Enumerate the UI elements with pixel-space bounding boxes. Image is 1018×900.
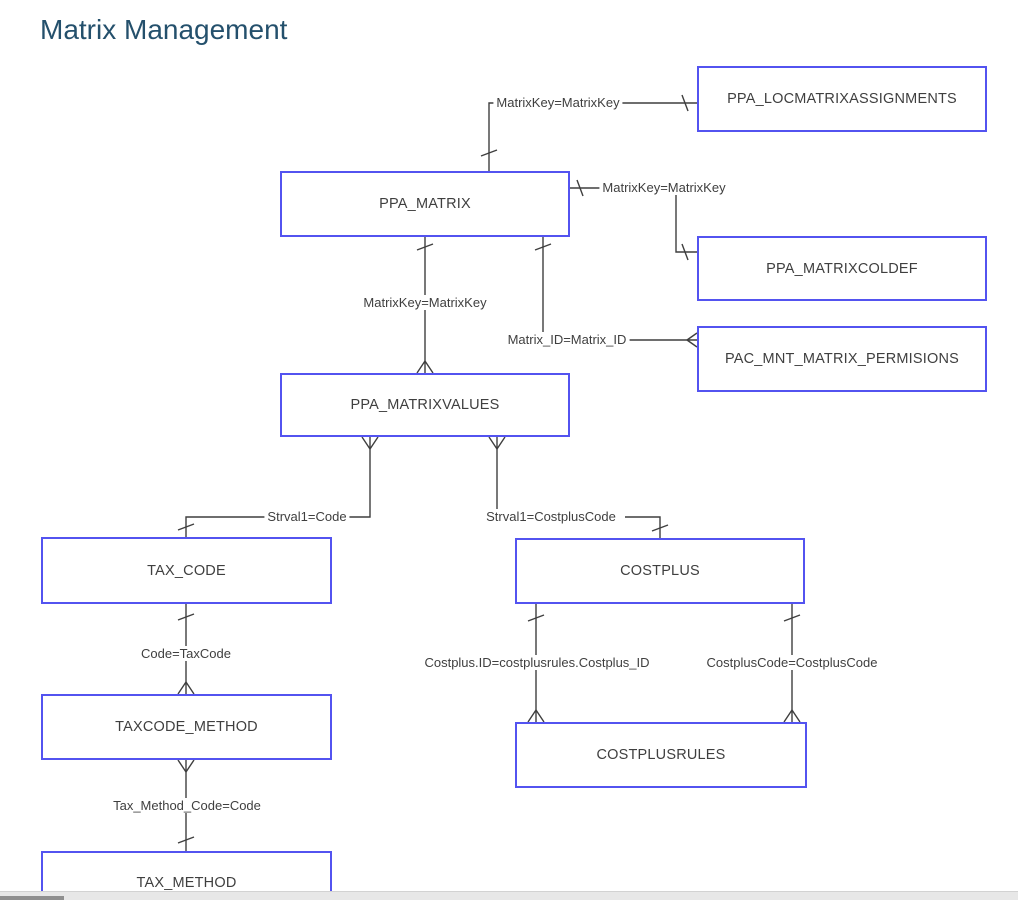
- one-tick: [177, 836, 195, 844]
- entity-ppa-matrixcoldef[interactable]: PPA_MATRIXCOLDEF: [697, 236, 987, 301]
- page-title: Matrix Management: [40, 14, 288, 45]
- entity-pac-mnt-matrix-permisions[interactable]: PAC_MNT_MATRIX_PERMISIONS: [697, 326, 987, 392]
- horizontal-scrollbar[interactable]: [0, 891, 1018, 900]
- entity-costplusrules[interactable]: COSTPLUSRULES: [515, 722, 807, 788]
- one-tick: [651, 524, 669, 532]
- crows-foot: [177, 681, 195, 695]
- entity-costplus[interactable]: COSTPLUS: [515, 538, 805, 604]
- one-tick: [177, 613, 195, 621]
- relationship-label-matrixkey-values: MatrixKey=MatrixKey: [360, 295, 490, 310]
- crows-foot: [527, 709, 545, 723]
- one-tick: [783, 614, 801, 622]
- entity-tax-code[interactable]: TAX_CODE: [41, 537, 332, 604]
- relationship-label-code-taxcode: Code=TaxCode: [138, 646, 234, 661]
- crows-foot: [177, 759, 195, 773]
- scrollbar-thumb[interactable]: [0, 896, 64, 900]
- one-tick: [681, 243, 689, 261]
- entity-ppa-matrixvalues[interactable]: PPA_MATRIXVALUES: [280, 373, 570, 437]
- crows-foot: [783, 709, 801, 723]
- one-tick: [480, 149, 498, 157]
- one-tick: [527, 614, 545, 622]
- entity-ppa-locmatrixassignments[interactable]: PPA_LOCMATRIXASSIGNMENTS: [697, 66, 987, 132]
- connector-matrix-locmatrixassignments: [480, 94, 697, 171]
- relationship-label-matrixkey-coldef: MatrixKey=MatrixKey: [599, 180, 729, 195]
- one-tick: [177, 523, 195, 531]
- relationship-label-matrix-id: Matrix_ID=Matrix_ID: [504, 332, 630, 347]
- relationship-label-strval1-code: Strval1=Code: [264, 509, 350, 524]
- connector-matrixvalues-costplus: [488, 436, 669, 538]
- relationship-label-matrixkey-loc: MatrixKey=MatrixKey: [493, 95, 623, 110]
- relationship-label-strval1-costpluscode: Strval1=CostplusCode: [483, 509, 619, 524]
- one-tick: [534, 243, 552, 251]
- relationship-label-tax-method-code: Tax_Method_Code=Code: [110, 798, 264, 813]
- one-tick: [576, 179, 584, 197]
- relationship-label-costpluscode: CostplusCode=CostplusCode: [703, 655, 881, 670]
- crows-foot: [361, 436, 379, 450]
- crows-foot: [488, 436, 506, 450]
- crows-foot: [416, 360, 434, 374]
- one-tick: [416, 243, 434, 251]
- entity-taxcode-method[interactable]: TAXCODE_METHOD: [41, 694, 332, 760]
- crows-foot: [686, 332, 698, 348]
- relationship-label-costplus-id: Costplus.ID=costplusrules.Costplus_ID: [421, 655, 653, 670]
- one-tick: [681, 94, 689, 112]
- connector-matrix-permisions: [534, 237, 698, 348]
- connector-taxcode-taxcodemethod: [177, 604, 195, 695]
- entity-ppa-matrix[interactable]: PPA_MATRIX: [280, 171, 570, 237]
